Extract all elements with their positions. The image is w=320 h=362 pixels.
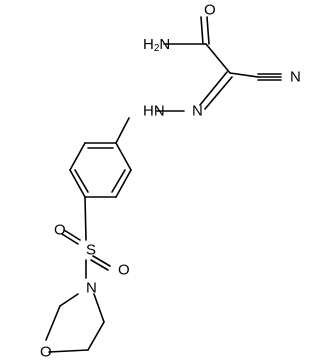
bond-morph-n-right: [93, 293, 105, 323]
bond-ring-left-upper: [69, 142, 86, 171]
bond-so-right-b: [90, 259, 109, 271]
bond-amide-co-b: [206, 16, 210, 45]
bond-ring-to-s: [84, 196, 87, 241]
atom-label-morpholine-o: O: [40, 344, 52, 361]
atom-label-morpholine-n: N: [86, 280, 97, 297]
atom-label-nitrile-n: N: [290, 69, 301, 86]
atom-label-amide-subscript: 2: [154, 43, 160, 54]
bond-ring-right-lower: [115, 169, 132, 198]
atom-label-sulfonyl-o-left: O: [54, 222, 66, 239]
bond-nitrile-single: [229, 72, 259, 78]
bond-lines: [45, 16, 282, 353]
atom-label-amide-o: O: [204, 2, 216, 19]
atom-label-amide-n: N: [159, 36, 170, 53]
atom-label-amide-nh2: H2N: [143, 36, 170, 54]
bond-nh-to-ring: [115, 117, 130, 144]
atom-label-hydrazone-n: N: [192, 103, 203, 120]
bond-cn-double-b: [204, 76, 233, 110]
bond-amide-co-a: [200, 16, 204, 45]
atom-label-sulfonyl-o-right: O: [118, 262, 130, 279]
bond-morph-left-side: [45, 305, 61, 341]
bond-so-left-a: [61, 233, 79, 245]
bond-cn-double-a: [199, 71, 228, 106]
bond-ring-left-lower: [69, 169, 86, 198]
atom-label-sulfonyl-s: S: [86, 242, 96, 259]
bond-ring-right-upper: [115, 142, 132, 171]
atom-label-amide-h: H: [143, 36, 154, 53]
bond-so-right-a: [92, 255, 111, 267]
atom-label-hydrazone-nh: HN: [143, 103, 165, 120]
bond-amide-c-to-calpha: [205, 43, 231, 74]
bond-morph-n-left: [59, 293, 79, 307]
bond-ring-left-lower-inner: [74, 169, 89, 193]
bond-morph-right-side: [87, 321, 105, 351]
molecule-structure: H2N O N N HN S O O N O: [40, 2, 301, 361]
bond-morph-bottom: [48, 349, 89, 353]
bond-ring-right-lower-inner: [111, 169, 126, 193]
bond-so-left-b: [63, 229, 81, 241]
